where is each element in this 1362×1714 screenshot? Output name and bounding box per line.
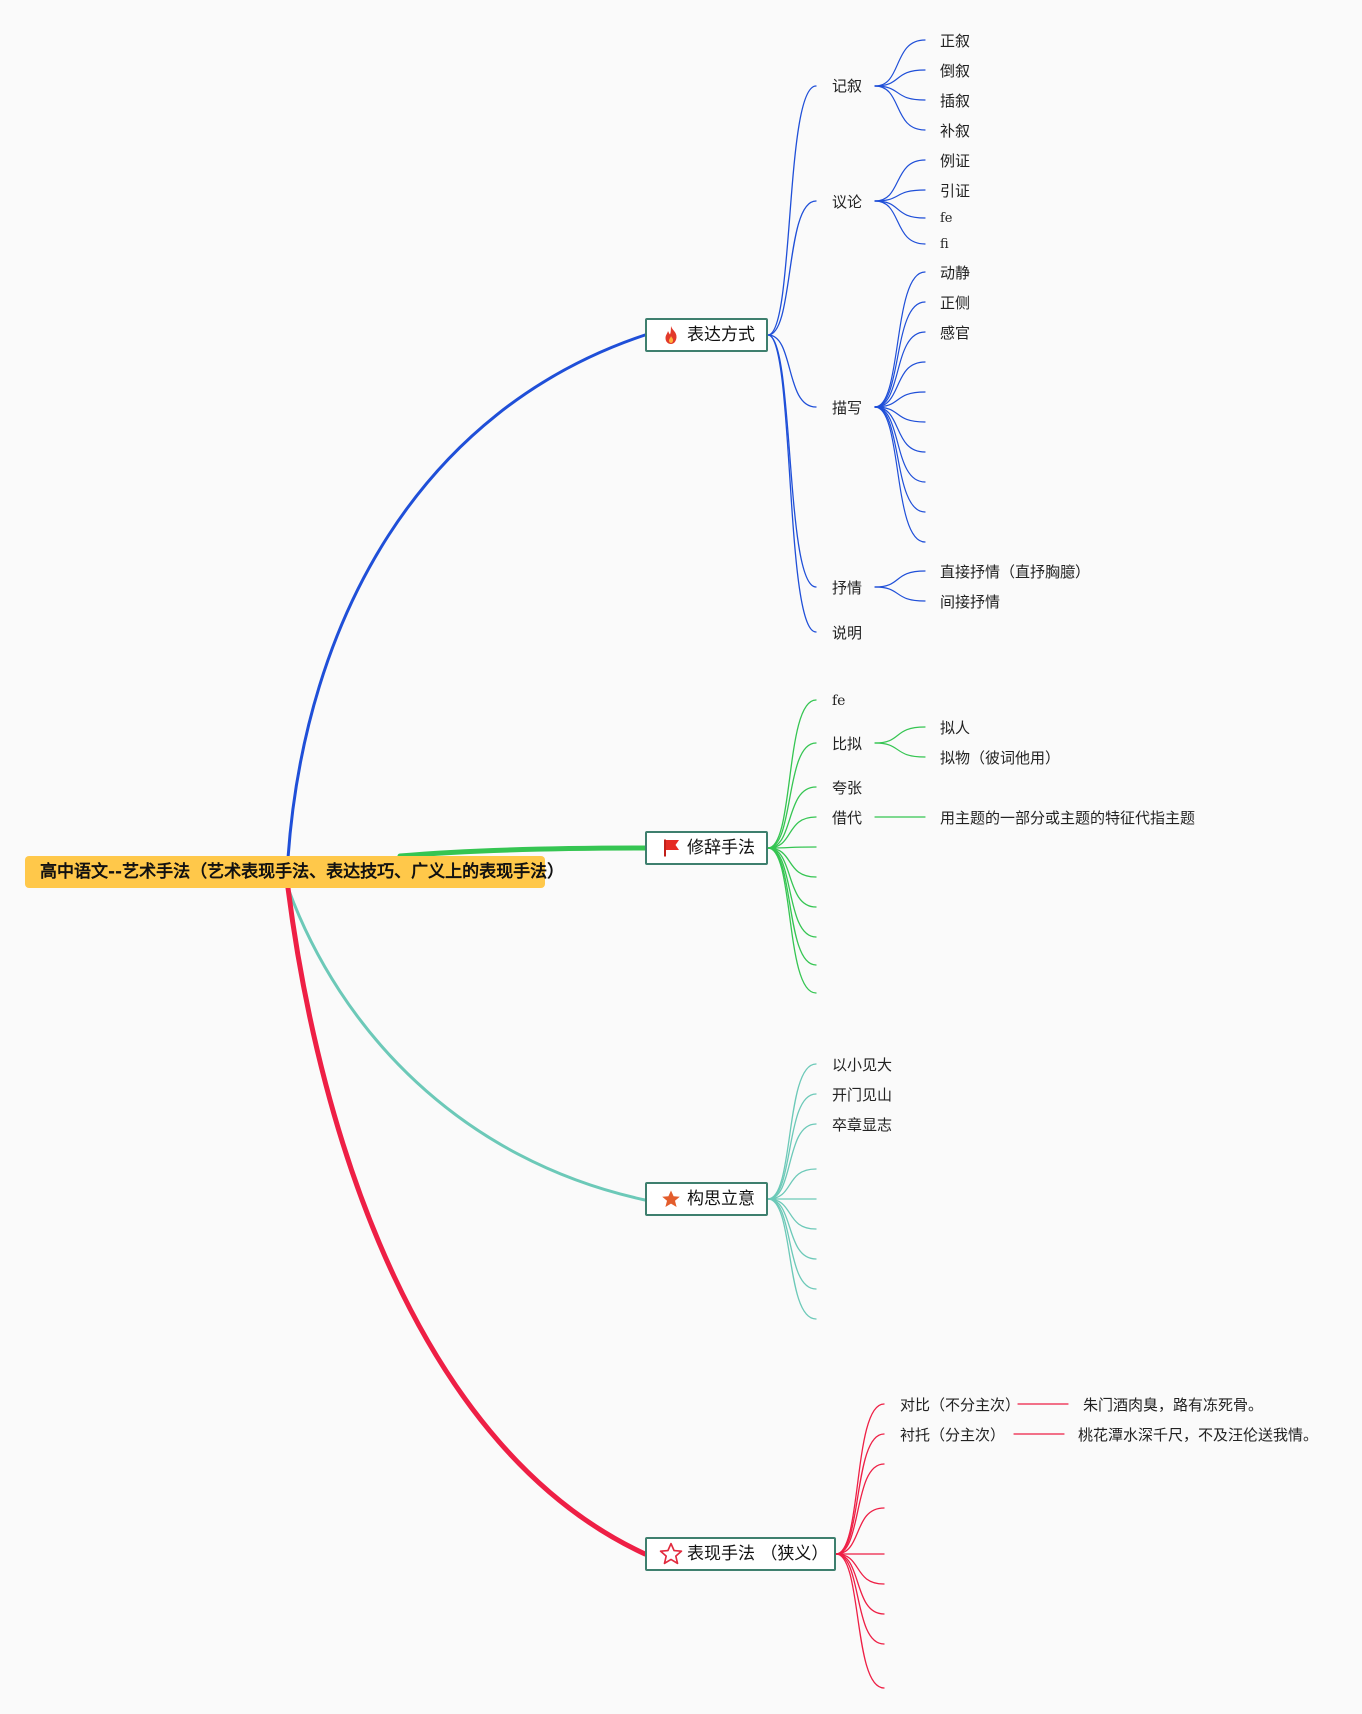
- line-miaoxie-4: [874, 391, 926, 408]
- node-ganguan[interactable]: 感官: [940, 324, 971, 342]
- line-biaoxian-3: [835, 1507, 885, 1555]
- line-jixu-3: [874, 85, 926, 131]
- line-gousi-2: [767, 1123, 817, 1200]
- line-miaoxie-6: [874, 406, 926, 453]
- line-shuqing-0: [874, 570, 926, 588]
- main-line-biaoda: [286, 333, 647, 860]
- line-biaoxian-5: [835, 1553, 885, 1585]
- line-biaoda-0: [767, 85, 817, 336]
- node-jianjie-shuqing[interactable]: 间接抒情: [940, 593, 1001, 611]
- node-yixiaojianda[interactable]: 以小见大: [832, 1056, 893, 1074]
- line-biaoda-1: [767, 200, 817, 336]
- line-yilun-0: [874, 159, 926, 202]
- node-duibi[interactable]: 对比（不分主次）: [900, 1396, 1021, 1414]
- node-yilun[interactable]: 议论: [832, 193, 863, 211]
- line-jixu-0: [874, 39, 926, 87]
- node-yinzheng[interactable]: 引证: [940, 182, 971, 200]
- node-miaoxie[interactable]: 描写: [832, 399, 863, 417]
- node-fe[interactable]: fe: [940, 211, 953, 226]
- node-jiedai-desc[interactable]: 用主题的一部分或主题的特征代指主题: [940, 809, 1196, 827]
- line-shuqing-1: [874, 586, 926, 602]
- node-zuzhangxianzhi[interactable]: 卒章显志: [832, 1116, 893, 1134]
- line-miaoxie-0: [874, 271, 926, 408]
- node-niwu[interactable]: 拟物（彼词他用）: [940, 749, 1061, 767]
- line-xiuci-0: [767, 699, 817, 849]
- line-bini-1: [874, 742, 926, 758]
- node-chentuo[interactable]: 衬托（分主次）: [900, 1426, 1006, 1444]
- star-icon: [662, 1190, 680, 1207]
- line-yilun-3: [874, 200, 926, 245]
- node-bini[interactable]: 比拟: [832, 735, 863, 753]
- branch-label: 修辞手法: [687, 838, 755, 858]
- line-xiuci-1: [767, 742, 817, 849]
- line-biaoxian-8: [835, 1553, 885, 1689]
- line-gousi-8: [767, 1198, 817, 1320]
- line-miaoxie-9: [874, 406, 926, 543]
- node-chentuo-example[interactable]: 桃花潭水深千尺，不及汪伦送我情。: [1078, 1426, 1319, 1444]
- node-jixu[interactable]: 记叙: [832, 77, 863, 95]
- node-duibi-example[interactable]: 朱门酒肉臭，路有冻死骨。: [1083, 1396, 1264, 1414]
- line-gousi-5: [767, 1198, 817, 1230]
- line-biaoda-2: [767, 334, 817, 408]
- root-topic[interactable]: 高中语文--艺术手法（艺术表现手法、表达技巧、广义上的表现手法）: [25, 856, 564, 888]
- node-shuoming[interactable]: 说明: [832, 624, 863, 642]
- line-xiuci-4: [767, 846, 817, 849]
- line-biaoxian-2: [835, 1463, 885, 1555]
- main-line-xiuci: [397, 845, 648, 859]
- line-xiuci-5: [767, 847, 817, 878]
- line-gousi-0: [767, 1063, 817, 1200]
- node-daoxu[interactable]: 倒叙: [940, 62, 971, 80]
- line-biaoxian-1: [835, 1433, 885, 1555]
- line-biaoxian-7: [835, 1553, 885, 1645]
- branch-biaoda[interactable]: 表达方式: [645, 318, 768, 352]
- line-biaoda-4: [767, 334, 817, 633]
- line-jixu-2: [874, 85, 926, 101]
- branch-label: 表达方式: [687, 325, 755, 345]
- node-shuqing[interactable]: 抒情: [832, 579, 863, 597]
- node-fi[interactable]: fi: [940, 237, 949, 252]
- flag-icon: [664, 839, 679, 857]
- line-miaoxie-1: [874, 301, 926, 408]
- node-jiedai[interactable]: 借代: [832, 809, 863, 827]
- line-yilun-2: [874, 200, 926, 219]
- line-gousi-3: [767, 1168, 817, 1200]
- node-fe[interactable]: fe: [832, 693, 846, 709]
- main-line-biaoxian: [285, 885, 648, 1557]
- line-yilun-1: [874, 189, 926, 202]
- branch-gousi[interactable]: 构思立意: [645, 1182, 768, 1216]
- line-xiuci-9: [767, 847, 817, 994]
- node-zhijie-shuqing[interactable]: 直接抒情（直抒胸臆）: [940, 563, 1091, 581]
- node-zhengxu[interactable]: 正叙: [940, 32, 971, 50]
- main-line-gousi: [286, 886, 647, 1202]
- branch-xiuci[interactable]: 修辞手法: [645, 831, 768, 865]
- node-dongjing[interactable]: 动静: [940, 264, 971, 282]
- line-bini-0: [874, 726, 926, 744]
- node-niren[interactable]: 拟人: [940, 719, 971, 737]
- line-gousi-1: [767, 1093, 817, 1200]
- line-biaoxian-0: [835, 1403, 885, 1555]
- line-xiuci-3: [767, 816, 817, 849]
- node-buxu[interactable]: 补叙: [940, 122, 971, 140]
- star-outline-icon: [659, 1542, 683, 1565]
- line-biaoda-3: [767, 334, 817, 588]
- node-kuazhang[interactable]: 夸张: [832, 779, 863, 797]
- line-jixu-1: [874, 69, 926, 87]
- node-kaimenjianshan[interactable]: 开门见山: [832, 1086, 893, 1104]
- line-miaoxie-2: [874, 331, 926, 408]
- node-zhengce[interactable]: 正侧: [940, 294, 971, 312]
- node-lizheng[interactable]: 例证: [940, 152, 971, 170]
- fire-icon: [665, 326, 677, 344]
- line-miaoxie-8: [874, 406, 926, 513]
- line-xiuci-7: [767, 847, 817, 938]
- line-gousi-7: [767, 1198, 817, 1290]
- branch-label: 构思立意: [687, 1189, 755, 1209]
- line-xiuci-2: [767, 786, 817, 849]
- node-chaxu[interactable]: 插叙: [940, 92, 971, 110]
- line-miaoxie-3: [874, 361, 926, 408]
- branch-biaoxian[interactable]: 表现手法 （狭义）: [645, 1537, 836, 1571]
- branch-label: 表现手法 （狭义）: [687, 1544, 829, 1564]
